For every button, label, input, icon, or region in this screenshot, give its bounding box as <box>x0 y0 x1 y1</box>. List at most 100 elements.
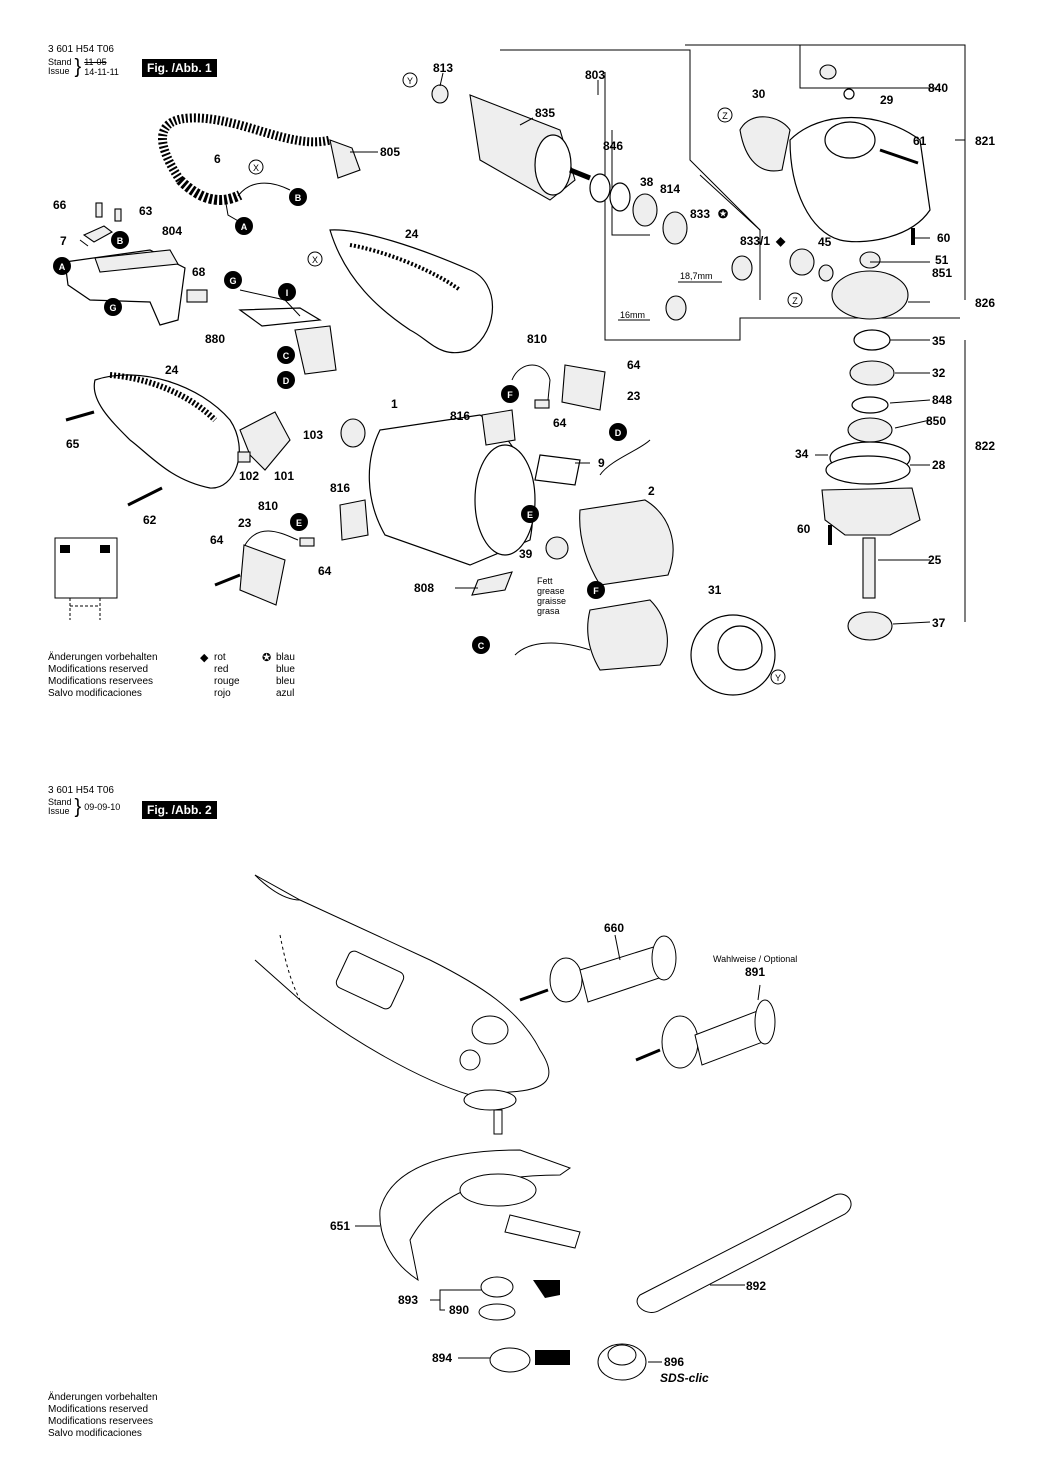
part-label: 814 <box>660 182 680 196</box>
electronics-880 <box>238 289 337 375</box>
stand-label: Stand <box>48 797 72 807</box>
screw-66-icon <box>95 202 103 218</box>
screw-62-icon <box>127 486 163 507</box>
legend-rot: rouge <box>214 676 240 687</box>
part-label: 651 <box>330 1219 350 1233</box>
dimension-label: 18,7mm <box>680 271 713 281</box>
brand-plate <box>335 950 405 1010</box>
marker-z: Z <box>792 296 798 306</box>
part-label: 1 <box>391 397 398 411</box>
pinion-45 <box>789 248 815 276</box>
marker-f: F <box>507 390 513 400</box>
issue-label: Issue <box>48 806 70 816</box>
note-line: Salvo modificaciones <box>48 1428 142 1439</box>
fig1-badge: Fig. /Abb. 1 <box>142 59 217 77</box>
part-68 <box>186 289 208 303</box>
fig2-badge: Fig. /Abb. 2 <box>142 801 217 819</box>
markers: Y X Z X Z Y B A B A G G I C D F D E E F … <box>53 72 803 685</box>
note-line: Änderungen vorbehalten <box>48 652 158 663</box>
part-label: 892 <box>746 1279 766 1293</box>
marker-i: I <box>286 288 289 298</box>
brace-icon: } <box>74 56 82 78</box>
grease-label: grasa <box>537 606 560 616</box>
part-label: 816 <box>330 481 350 495</box>
fig1-part-labels: 813 803 835 30 840 29 821 61 846 38 814 … <box>53 61 995 630</box>
part-label: 808 <box>414 581 434 595</box>
bearing-cover-31 <box>690 614 776 696</box>
part-label: 63 <box>139 204 153 218</box>
circlip-848 <box>851 396 889 414</box>
dimension-label: 16mm <box>620 310 645 320</box>
brace-icon: } <box>74 796 82 818</box>
fig2-notes: Änderungen vorbehalten Modifications res… <box>48 1392 158 1440</box>
old-date: 11-05 <box>84 57 107 67</box>
part-label: 835 <box>535 106 555 120</box>
part-label: 103 <box>303 428 323 442</box>
part-label: 2 <box>648 484 655 498</box>
fig2-part-labels: 660 Wahlweise / Optional 891 651 892 893… <box>330 921 797 1385</box>
legend-rot: rojo <box>214 688 231 699</box>
bracket-846 <box>611 130 650 236</box>
marker-f: F <box>593 586 599 596</box>
grease-label: graisse <box>537 596 566 606</box>
note-line: Modifications reservees <box>48 676 154 687</box>
part-label: 60 <box>937 231 951 245</box>
grease-39-icon <box>545 536 569 560</box>
part-label: 803 <box>585 68 605 82</box>
bearing-850 <box>847 417 893 443</box>
issue-label: Issue <box>48 66 70 76</box>
brush-holder-816-lower <box>339 499 369 541</box>
part-label: 64 <box>210 533 224 547</box>
spanner-892 <box>636 1193 852 1313</box>
grease-label: grease <box>537 586 565 596</box>
cover-23-upper <box>561 364 606 411</box>
part-label: 102 <box>239 469 259 483</box>
part-label: 101 <box>274 469 294 483</box>
part-label: 39 <box>519 547 533 561</box>
spring-102 <box>237 451 251 463</box>
screw-63-icon <box>114 208 122 222</box>
part-label: 51 <box>935 253 949 267</box>
marker-x: X <box>253 163 259 173</box>
part-label: 804 <box>162 224 182 238</box>
wire <box>224 197 241 223</box>
legend-blau: blue <box>276 664 295 675</box>
part-red-marker: ◆ <box>775 234 786 248</box>
part-label: 60 <box>797 522 811 536</box>
color-legend: ◆ rot ✪ blau red blue rouge bleu rojo az… <box>200 652 316 700</box>
trigger-101 <box>239 411 291 471</box>
spindle <box>493 1109 503 1135</box>
vent-slots <box>279 934 301 1001</box>
legend-blau: blau <box>276 652 295 663</box>
part-label: 38 <box>640 175 654 189</box>
wire-810-upper <box>511 364 551 401</box>
part-label: 68 <box>192 265 206 279</box>
marker-y: Y <box>775 673 781 683</box>
part-blue-marker: ✪ <box>718 207 729 221</box>
part-label: 896 <box>664 1355 684 1369</box>
part-label: 833/1 <box>740 234 770 248</box>
bearing-35 <box>853 329 891 351</box>
bracket-840 <box>799 45 900 89</box>
leader-line <box>614 934 621 961</box>
note-line: Salvo modificaciones <box>48 688 142 699</box>
part-label: 822 <box>975 439 995 453</box>
wire <box>237 182 291 197</box>
part-label: 61 <box>913 134 927 148</box>
part-label: 893 <box>398 1293 418 1307</box>
marker-g: G <box>229 276 236 286</box>
field-2 <box>514 439 674 671</box>
part-label: 34 <box>795 447 809 461</box>
ring-29 <box>843 88 855 100</box>
part-label: 891 <box>745 965 765 979</box>
part-label: 65 <box>66 437 80 451</box>
part-label: 810 <box>258 499 278 513</box>
note-line: Modifications reservees <box>48 1416 154 1427</box>
bearing-flange-822 <box>821 487 921 536</box>
part-label: 24 <box>405 227 419 241</box>
star-circle-icon: ✪ <box>262 652 272 664</box>
